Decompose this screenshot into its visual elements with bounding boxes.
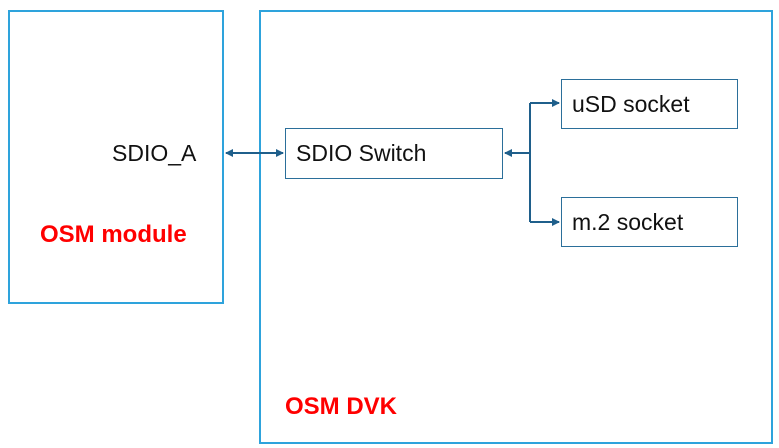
osm-module-title: OSM module — [40, 221, 187, 248]
usd-socket-box: uSD socket — [561, 79, 738, 129]
m2-socket-label: m.2 socket — [572, 208, 684, 235]
osm-dvk-title: OSM DVK — [285, 393, 398, 420]
m2-socket-box: m.2 socket — [561, 197, 738, 247]
sdio-switch-box: SDIO Switch — [285, 128, 503, 179]
sdio-a-port-label: SDIO_A — [112, 140, 197, 166]
usd-socket-label: uSD socket — [572, 90, 690, 117]
osm-module-box — [8, 10, 224, 304]
osm-dvk-box — [259, 10, 773, 444]
sdio-switch-label: SDIO Switch — [296, 140, 427, 166]
